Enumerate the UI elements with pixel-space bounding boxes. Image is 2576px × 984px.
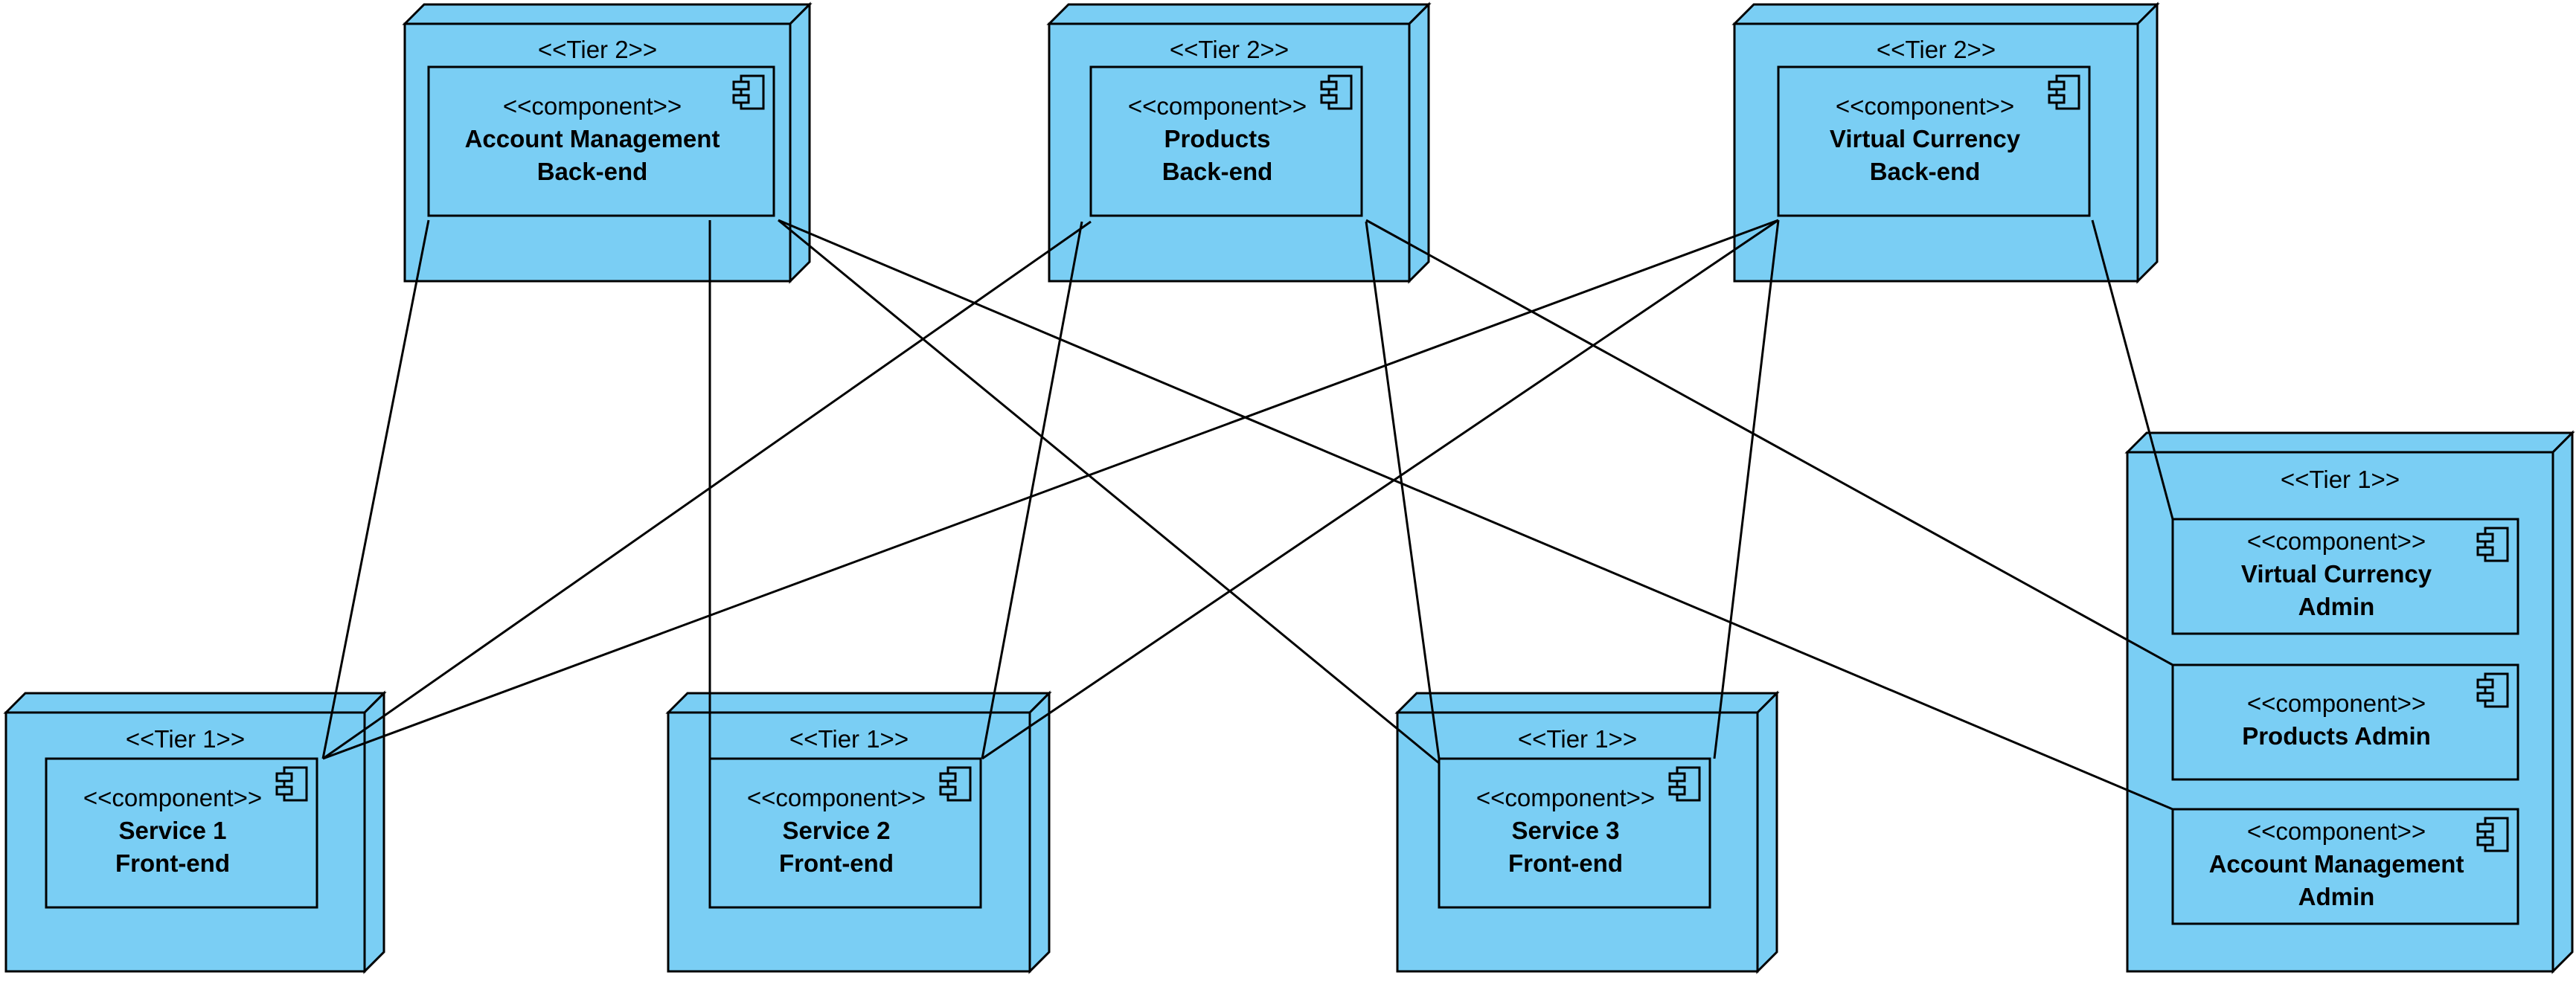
component-name: Back-end	[537, 158, 648, 185]
component-frame	[1438, 757, 1711, 909]
component-name: Service 2	[783, 817, 891, 844]
connection-line	[321, 219, 430, 759]
node-top-face	[1731, 3, 2160, 25]
component-icon	[2048, 74, 2080, 110]
component-icon	[1668, 766, 1701, 802]
component-name: Service 1	[119, 817, 227, 844]
node-top-face	[1046, 3, 1432, 25]
component-name: Admin	[2298, 593, 2375, 620]
component-name: Front-end	[1508, 849, 1623, 877]
node-stereotype: <<Tier 1>>	[2281, 466, 2400, 493]
deployment-node[interactable]: <<Tier 2>> <<component>> Virtual CurrencyB…	[1731, 1, 2160, 284]
deployment-node[interactable]: <<Tier 1>> <<component>> Service 2 Front-en…	[665, 690, 1052, 974]
deployment-node[interactable]: <<Tier 1>> <<component>> Virtual CurrencyA…	[2124, 430, 2575, 974]
deployment-node[interactable]: <<Tier 2>> <<component>> Account Managemen…	[402, 1, 813, 284]
component-name: Service 3	[1512, 817, 1620, 844]
node-stereotype: <<Tier 1>>	[1518, 725, 1637, 753]
connection-line	[981, 221, 1083, 759]
component-name: Products Admin	[2242, 722, 2431, 750]
component-icon	[275, 766, 308, 802]
connections-layer	[321, 219, 2174, 811]
node-stereotype: <<Tier 1>>	[789, 725, 909, 753]
component-frame	[1777, 65, 2091, 217]
component-frame	[708, 757, 982, 909]
component-box[interactable]: <<component>> Products Admin	[2171, 663, 2519, 781]
component-stereotype: <<component>>	[2247, 817, 2426, 845]
component-icon	[1320, 74, 1353, 110]
node-stereotype: <<Tier 2>>	[1877, 36, 1996, 63]
component-frame	[2171, 518, 2519, 635]
component-icon	[939, 766, 972, 802]
component-name: Products	[1164, 125, 1270, 152]
component-stereotype: <<component>>	[1836, 92, 2014, 120]
node-top-face	[402, 3, 813, 25]
component-stereotype: <<component>>	[2247, 689, 2426, 717]
component-frame	[2171, 808, 2519, 925]
connection-line	[778, 219, 2173, 811]
component-name: Virtual Currency	[2241, 560, 2432, 588]
connection-line	[1713, 219, 1780, 759]
node-side-face	[363, 690, 385, 974]
component-stereotype: <<component>>	[83, 784, 262, 811]
component-name: Virtual Currency	[1830, 125, 2021, 152]
node-side-face	[1408, 1, 1430, 284]
component-box[interactable]: <<component>> Service 3 Front-end	[1438, 757, 1711, 909]
component-name: Admin	[2298, 883, 2375, 910]
component-icon	[732, 74, 765, 110]
component-name: Account Management	[2209, 850, 2464, 878]
component-stereotype: <<component>>	[1128, 92, 1307, 120]
connection-line	[981, 219, 1779, 760]
connection-line	[1365, 219, 2173, 666]
node-top-face	[3, 692, 387, 714]
component-box[interactable]: <<component>> Service 2 Front-end	[708, 757, 982, 909]
node-side-face	[789, 1, 811, 284]
component-stereotype: <<component>>	[747, 784, 926, 811]
component-box[interactable]: <<component>> Service 1 Front-end	[45, 757, 318, 909]
node-side-face	[1756, 690, 1778, 974]
node-top-face	[2124, 431, 2575, 454]
nodes-layer: <<Tier 2>> <<component>> Account Managemen…	[3, 1, 2575, 974]
node-stereotype: <<Tier 1>>	[126, 725, 245, 753]
deployment-node[interactable]: <<Tier 1>> <<component>> Service 3 Front-en…	[1394, 690, 1780, 974]
component-stereotype: <<component>>	[2247, 527, 2426, 555]
connection-line	[2091, 219, 2174, 520]
node-side-face	[1028, 690, 1051, 974]
component-frame	[2171, 663, 2519, 781]
connection-line	[1365, 221, 1441, 759]
component-stereotype: <<component>>	[1476, 784, 1655, 811]
component-icon	[2476, 527, 2509, 562]
deployment-node[interactable]: <<Tier 1>> <<component>> Service 1 Front-en…	[3, 690, 387, 974]
component-frame	[1089, 65, 1363, 217]
node-stereotype: <<Tier 2>>	[538, 36, 657, 63]
component-name: Front-end	[779, 849, 894, 877]
connection-line	[778, 219, 1440, 765]
component-name: Back-end	[1870, 158, 1981, 185]
component-name: Back-end	[1162, 158, 1273, 185]
node-side-face	[2551, 430, 2574, 974]
component-name: Account Management	[465, 125, 720, 152]
node-stereotype: <<Tier 2>>	[1170, 36, 1289, 63]
component-frame	[45, 757, 318, 909]
component-name: Front-end	[115, 849, 230, 877]
connection-line	[322, 220, 1092, 760]
component-icon	[2476, 817, 2509, 852]
component-icon	[2476, 672, 2509, 708]
node-side-face	[2136, 1, 2159, 284]
component-frame	[427, 65, 775, 217]
component-stereotype: <<component>>	[503, 92, 682, 120]
connection-line	[322, 219, 1779, 760]
